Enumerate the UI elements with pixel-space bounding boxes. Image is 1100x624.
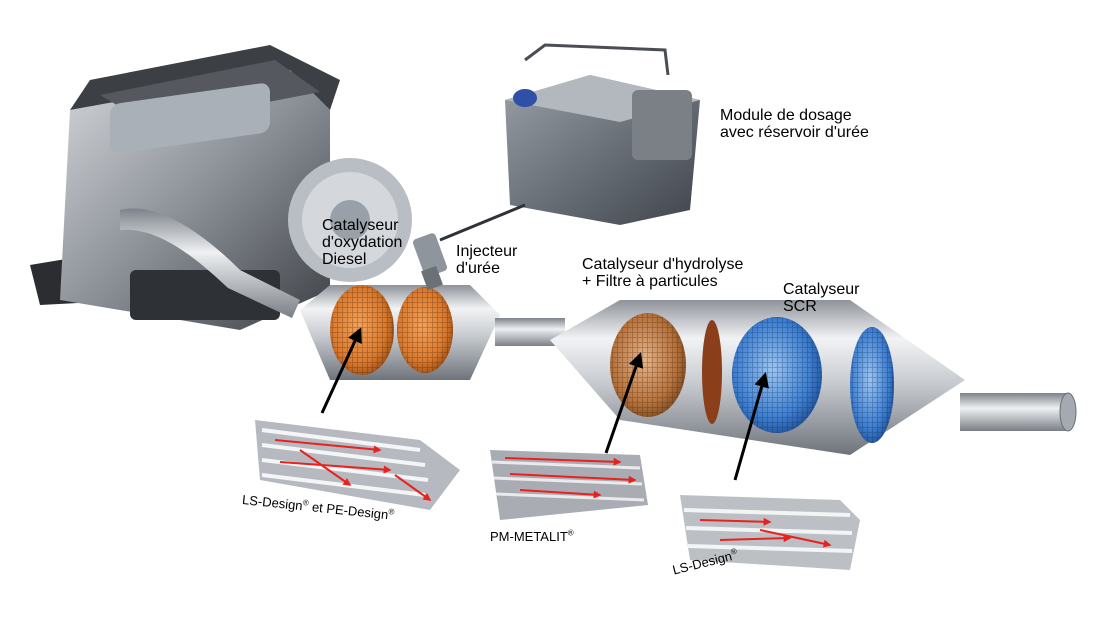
label-scr: Catalyseur SCR [783, 281, 860, 315]
diesel-engine [30, 45, 412, 330]
label-injector: Injecteur d'urée [456, 243, 518, 277]
arrow-doc [320, 327, 362, 414]
tail-pipe [960, 392, 1077, 432]
doc-canister [300, 285, 500, 380]
urea-tank [439, 43, 700, 242]
arrow-scr [733, 372, 769, 481]
substrate-detail-ls-pe [255, 420, 460, 510]
substrate-detail-pm-metalit [490, 450, 648, 520]
label-dosing-module: Module de dosage avec réservoir d'urée [720, 107, 869, 141]
arrow-dpf [604, 352, 644, 454]
caption-pm-metalit: PM-METALIT® [490, 528, 574, 544]
label-doc: Catalyseur d'oxydation Diesel [322, 217, 403, 268]
label-hydrolysis-dpf: Catalyseur d'hydrolyse + Filtre à partic… [582, 256, 744, 290]
substrate-detail-ls [680, 495, 860, 570]
urea-injector [413, 233, 447, 291]
